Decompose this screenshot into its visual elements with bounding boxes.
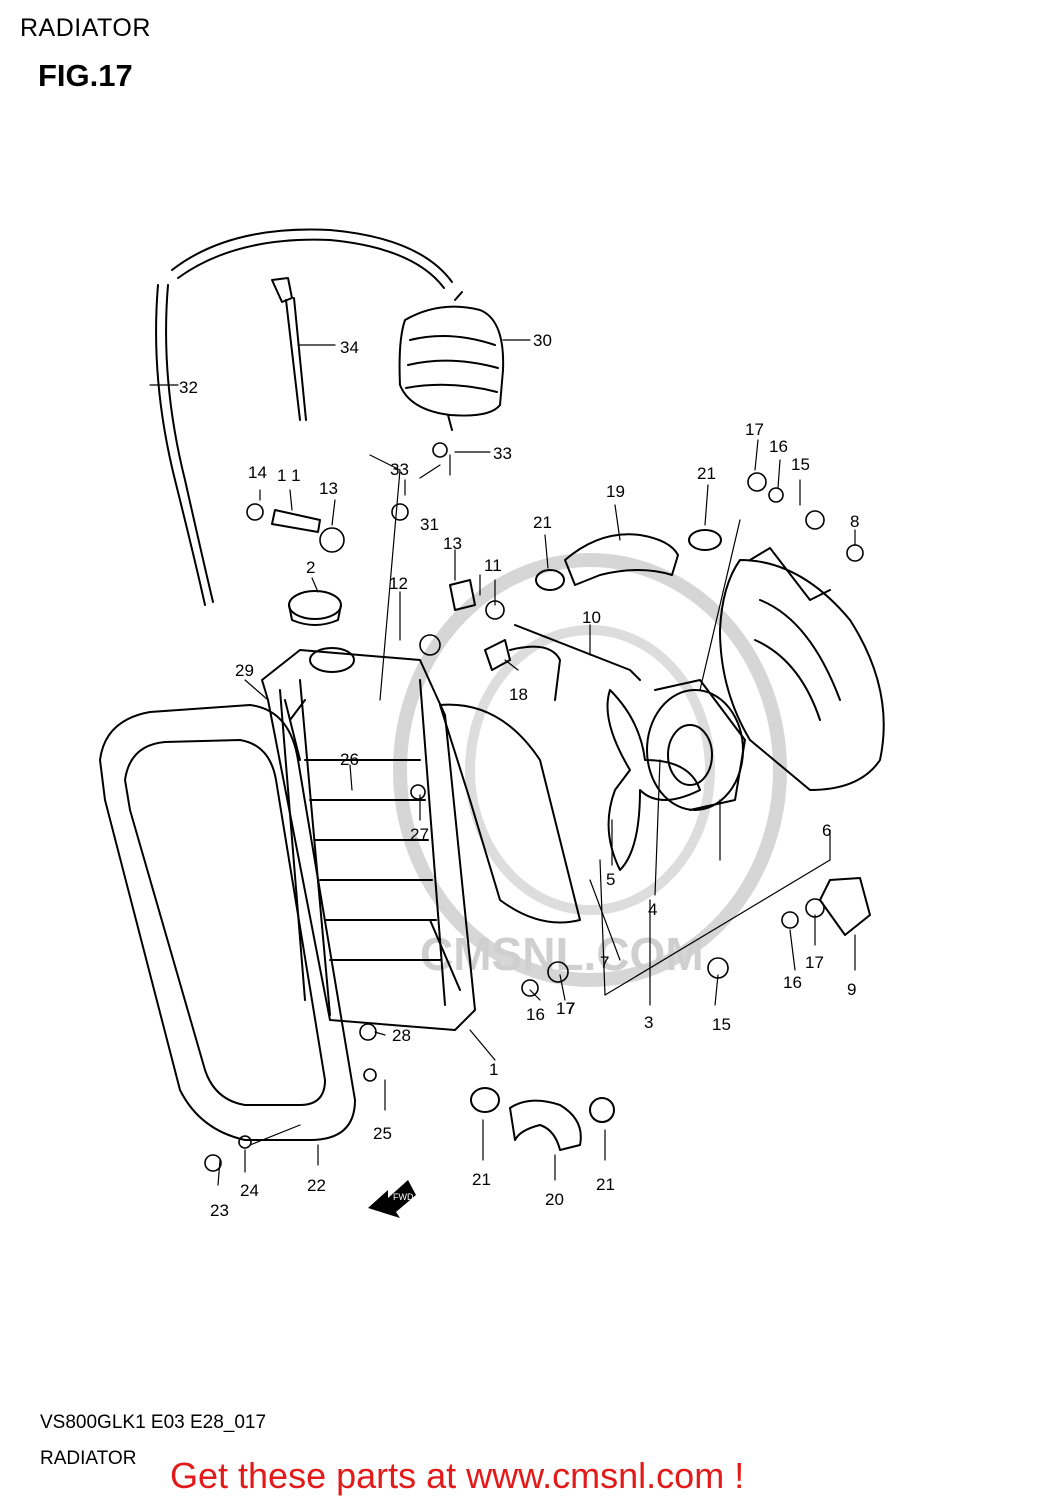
callout-5[interactable]: 5 [606,870,615,889]
callout-32[interactable]: 32 [179,378,198,397]
part-overflow-hose[interactable] [155,228,453,606]
callout-27[interactable]: 27 [410,825,429,844]
callout-31[interactable]: 31 [420,515,439,534]
callout-29[interactable]: 29 [235,661,254,680]
callout-8[interactable]: 8 [850,512,859,531]
callout-15[interactable]: 15 [712,1015,731,1034]
callout-33[interactable]: 33 [493,444,512,463]
callout-3[interactable]: 3 [644,1013,653,1032]
leader-lines [149,339,856,1186]
callout-13[interactable]: 13 [443,534,462,553]
hardware-items[interactable] [204,442,864,1172]
part-long-bolt[interactable] [514,624,641,681]
part-radiator-cover[interactable] [99,704,356,1141]
callout-7[interactable]: 7 [566,999,575,1018]
part-fan-blade[interactable] [606,689,701,871]
callout-10[interactable]: 10 [582,608,601,627]
part-hose-clamp[interactable] [589,1097,615,1123]
callout-21[interactable]: 21 [472,1170,491,1189]
part-shroud-inner[interactable] [439,703,581,924]
page-title: RADIATOR [20,14,151,42]
callout-1[interactable]: 1 [489,1060,498,1079]
callout-2[interactable]: 2 [306,558,315,577]
callout-16[interactable]: 16 [783,973,802,992]
callout-7[interactable]: 7 [600,953,609,972]
part-radiator-core[interactable] [261,647,476,1031]
callout-21[interactable]: 21 [533,513,552,532]
figure-number: FIG.17 [38,58,133,93]
callout-16[interactable]: 16 [526,1005,545,1024]
callout-21[interactable]: 21 [697,464,716,483]
part-reservoir-tank[interactable] [398,291,505,431]
callout-19[interactable]: 19 [606,482,625,501]
footer-subtitle: RADIATOR [40,1448,137,1469]
callout-30[interactable]: 30 [533,331,552,350]
callout-25[interactable]: 25 [373,1124,392,1143]
part-lower-hose[interactable] [509,1099,582,1151]
callout-18[interactable]: 18 [509,685,528,704]
callout-34[interactable]: 34 [340,338,359,357]
callout-16[interactable]: 16 [769,437,788,456]
callout-23[interactable]: 23 [210,1201,229,1220]
part-thermo-switch[interactable] [484,639,561,701]
part-hose-clamp[interactable] [688,529,722,551]
callout-12[interactable]: 12 [389,574,408,593]
callout-21[interactable]: 21 [596,1175,615,1194]
callout-22[interactable]: 22 [307,1176,326,1195]
callout-17[interactable]: 17 [745,420,764,439]
part-hose-clamp[interactable] [535,569,565,591]
part-fan-shroud[interactable] [719,547,885,791]
callout-numbers: 34 30 32 33 33 31 14 1 1 13 2 12 13 11 2… [179,331,859,1220]
callout-4[interactable]: 4 [648,900,657,919]
part-tank-strap[interactable] [271,277,307,421]
callout-24[interactable]: 24 [240,1181,259,1200]
callout-20[interactable]: 20 [545,1190,564,1209]
callout-13[interactable]: 13 [319,479,338,498]
fwd-arrow: FWD [368,1180,416,1218]
fwd-arrow-label: FWD [393,1192,414,1202]
callout-33[interactable]: 33 [390,460,409,479]
part-upper-hose[interactable] [564,533,679,586]
diagram-code: VS800GLK1 E03 E28_017 [40,1412,267,1433]
callout-28[interactable]: 28 [392,1026,411,1045]
part-mount-rubber[interactable] [271,509,476,611]
part-hose-clamp[interactable] [470,1087,500,1113]
callout-11[interactable]: 11 [484,556,502,575]
callout-15[interactable]: 15 [791,455,810,474]
callout-6[interactable]: 6 [822,821,831,840]
callout-14[interactable]: 14 [248,463,267,482]
promo-link[interactable]: Get these parts at www.cmsnl.com ! [170,1455,745,1496]
part-mount-bracket[interactable] [819,877,871,936]
callout-9[interactable]: 9 [847,980,856,999]
callout-11[interactable]: 1 1 [277,466,301,485]
callout-17[interactable]: 17 [556,999,575,1018]
callout-17[interactable]: 17 [805,953,824,972]
watermark-text: CMSNL.COM [420,928,704,980]
callout-26[interactable]: 26 [340,750,359,769]
part-radiator-cap[interactable] [288,590,342,626]
